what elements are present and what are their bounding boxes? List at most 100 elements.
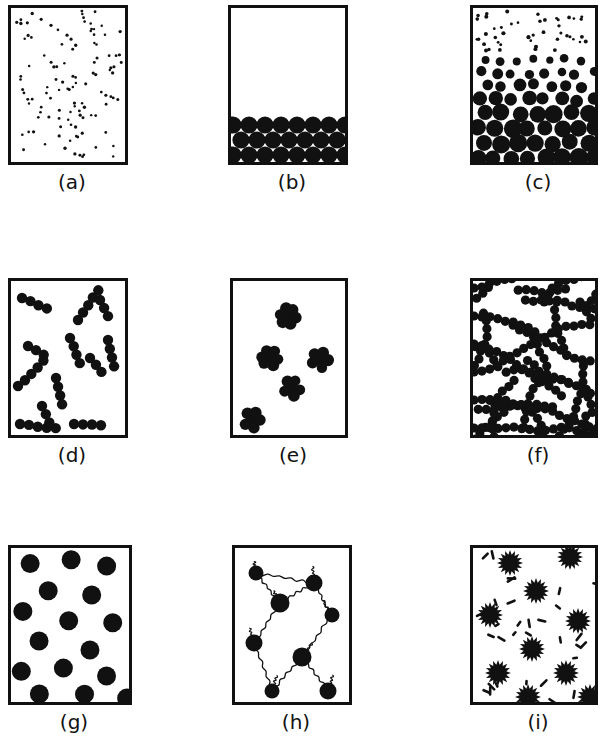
large-particle (75, 685, 94, 702)
bead (578, 369, 587, 378)
fine-particle (118, 54, 121, 57)
bridged-particle (249, 566, 264, 581)
fine-particle (517, 21, 520, 24)
fine-particle (79, 114, 82, 117)
fine-particle (44, 143, 46, 145)
fragment (508, 577, 515, 581)
panel-particles (13, 285, 119, 433)
fine-particle (45, 92, 48, 95)
medium-particle (504, 93, 517, 106)
bead (586, 356, 595, 365)
coarse-particle (526, 134, 543, 151)
medium-particle (590, 67, 595, 76)
coarse-particle (486, 120, 503, 137)
bridged-particle (306, 575, 323, 592)
spiky-particle (577, 684, 595, 702)
fine-particle (70, 38, 73, 41)
fragment (559, 637, 562, 642)
settled-particle (256, 116, 273, 133)
fragment (498, 676, 502, 678)
fine-particle (73, 101, 76, 104)
panel-frame (470, 5, 598, 165)
fine-particle (31, 98, 34, 101)
fine-particle (538, 19, 542, 23)
fragment (518, 622, 521, 626)
coarse-particle (538, 148, 556, 162)
bead (109, 361, 119, 371)
bead (541, 426, 550, 435)
panel: (i) (470, 545, 603, 734)
fine-particle (74, 44, 77, 47)
settled-particle (328, 131, 345, 148)
fine-particle (75, 135, 78, 138)
fine-particle (93, 61, 96, 64)
bead (586, 389, 595, 398)
fine-particle (93, 28, 95, 30)
coarse-particle (509, 134, 527, 152)
spiky-particle (519, 636, 545, 662)
large-particle (12, 662, 31, 681)
fine-particle (58, 109, 61, 112)
medium-particle (577, 57, 586, 66)
settled-particle (232, 131, 249, 148)
panel-label: (d) (8, 443, 136, 467)
panel-particles (12, 550, 129, 702)
bead (500, 281, 509, 284)
fine-particle (78, 154, 81, 157)
bead (577, 320, 586, 329)
fine-particle (484, 15, 488, 19)
fine-particle (526, 35, 530, 39)
bead (477, 423, 486, 432)
spiky-particle (515, 684, 541, 702)
settled-particle (280, 131, 297, 148)
fragment (484, 690, 490, 693)
fine-particle (52, 65, 55, 68)
bead (482, 324, 491, 333)
cluster-particle (279, 386, 290, 397)
bridged-particle (320, 683, 337, 700)
medium-particle (496, 57, 505, 66)
fine-particle (50, 61, 53, 64)
fine-particle (19, 75, 22, 78)
fine-particle (111, 71, 114, 74)
bead (493, 398, 502, 407)
fine-particle (26, 21, 29, 24)
fine-particle (69, 111, 71, 113)
bead (474, 405, 483, 414)
fine-particle (559, 32, 562, 35)
medium-particle (558, 68, 567, 77)
settled-particle (240, 116, 257, 133)
fine-particle (19, 78, 22, 81)
fine-particle (119, 30, 122, 33)
fine-particle (78, 110, 81, 113)
coarse-particle (564, 104, 580, 120)
coarse-particle (586, 148, 595, 162)
fine-particle (81, 132, 84, 135)
bead (42, 303, 52, 313)
fine-particle (75, 82, 77, 84)
bead (33, 422, 43, 432)
fine-particle (22, 148, 25, 151)
fragment (488, 635, 493, 637)
panel-frame (228, 5, 348, 165)
bead (477, 312, 486, 321)
large-particle (54, 659, 73, 678)
fine-particle (46, 86, 48, 88)
fine-particle (26, 98, 29, 101)
fine-particle (67, 118, 69, 120)
bead (485, 312, 494, 321)
fine-particle (90, 114, 92, 116)
fine-particle (21, 88, 24, 91)
large-particle (30, 684, 49, 702)
bead (105, 344, 115, 354)
bead (542, 362, 551, 371)
fine-particle (572, 38, 575, 41)
fine-particle (63, 62, 65, 64)
coarse-particle (485, 150, 500, 162)
coarse-particle (562, 134, 578, 150)
fine-particle (81, 102, 84, 105)
fine-particle (59, 125, 62, 128)
panel-label: (e) (230, 443, 356, 467)
medium-particle (569, 70, 579, 80)
coarse-particle (476, 135, 492, 151)
